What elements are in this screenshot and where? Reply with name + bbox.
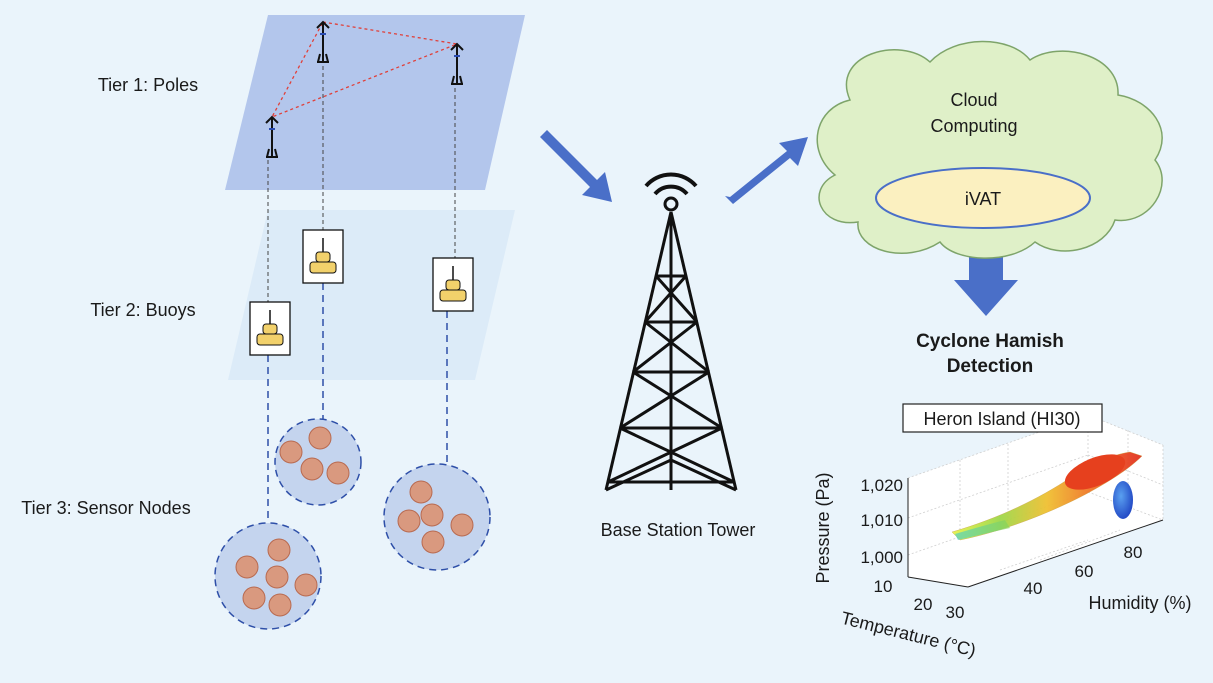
z-tick-label: 1,020 bbox=[860, 476, 903, 495]
sensor-node bbox=[267, 538, 291, 562]
tower-label: Base Station Tower bbox=[601, 520, 756, 540]
sensor-node bbox=[420, 503, 444, 527]
tier1-label: Tier 1: Poles bbox=[98, 75, 198, 95]
tier2-label: Tier 2: Buoys bbox=[90, 300, 195, 320]
sensor-cluster bbox=[274, 418, 362, 506]
plot-surface-peak bbox=[1064, 454, 1126, 490]
buoy-sensor-links bbox=[267, 283, 448, 523]
sensor-node bbox=[450, 513, 474, 537]
sensor-node bbox=[397, 509, 421, 533]
z-axis-label: Pressure (Pa) bbox=[813, 472, 833, 583]
y-axis-label: Humidity (%) bbox=[1088, 593, 1191, 613]
buoy-icon bbox=[249, 301, 291, 356]
y-tick-label: 40 bbox=[1024, 579, 1043, 598]
sensor-node bbox=[409, 480, 433, 504]
plot-surface-tail bbox=[955, 520, 1010, 540]
sensor-node bbox=[235, 555, 259, 579]
x-tick-label: 30 bbox=[946, 603, 965, 622]
x-tick-label: 10 bbox=[874, 577, 893, 596]
pole-link-triangle bbox=[270, 21, 460, 119]
sensor-node bbox=[294, 573, 318, 597]
y-tick-label: 80 bbox=[1124, 543, 1143, 562]
ivat-label: iVAT bbox=[965, 189, 1001, 209]
sensor-cluster bbox=[383, 463, 491, 571]
plot-surface-outlier bbox=[1113, 481, 1133, 519]
sensor-node bbox=[308, 426, 332, 450]
buoy-icon bbox=[432, 257, 474, 312]
cloud-title-line1: Cloud bbox=[950, 90, 997, 110]
arrow-to-tower-icon bbox=[539, 130, 612, 202]
buoy-icon bbox=[302, 229, 344, 284]
cloud-title-line2: Computing bbox=[930, 116, 1017, 136]
pressure-humidity-temperature-plot: Heron Island (HI30) 1,020 1,010 1,000 Pr… bbox=[813, 403, 1192, 661]
x-tick-label: 20 bbox=[914, 595, 933, 614]
tier3-label: Tier 3: Sensor Nodes bbox=[21, 498, 190, 518]
arrow-to-cloud-icon bbox=[725, 137, 808, 204]
z-tick-label: 1,000 bbox=[860, 548, 903, 567]
sensor-node bbox=[268, 593, 292, 617]
detection-title-line1: Cyclone Hamish bbox=[916, 331, 1064, 352]
sensor-node bbox=[421, 530, 445, 554]
sensor-node bbox=[265, 565, 289, 589]
plot-axes bbox=[907, 478, 1164, 588]
plot-title: Heron Island (HI30) bbox=[923, 409, 1080, 429]
tier1-plane bbox=[225, 15, 525, 190]
sensor-node bbox=[242, 586, 266, 610]
pole-buoy-links bbox=[267, 66, 456, 302]
plot-title-box bbox=[902, 403, 1103, 433]
y-tick-label: 60 bbox=[1075, 562, 1094, 581]
sensor-node bbox=[279, 440, 303, 464]
base-station-tower-icon bbox=[604, 172, 738, 492]
ivat-ellipse bbox=[875, 167, 1091, 229]
z-tick-label: 1,010 bbox=[860, 511, 903, 530]
arrow-to-detection-icon bbox=[954, 256, 1018, 316]
tier2-plane bbox=[228, 210, 515, 380]
detection-title-line2: Detection bbox=[947, 356, 1034, 377]
pole-icon bbox=[316, 20, 330, 63]
sensor-node bbox=[326, 461, 350, 485]
pole-icon bbox=[450, 42, 464, 85]
sensor-node bbox=[300, 457, 324, 481]
sensor-cluster bbox=[214, 522, 322, 630]
pole-icon bbox=[265, 115, 279, 158]
